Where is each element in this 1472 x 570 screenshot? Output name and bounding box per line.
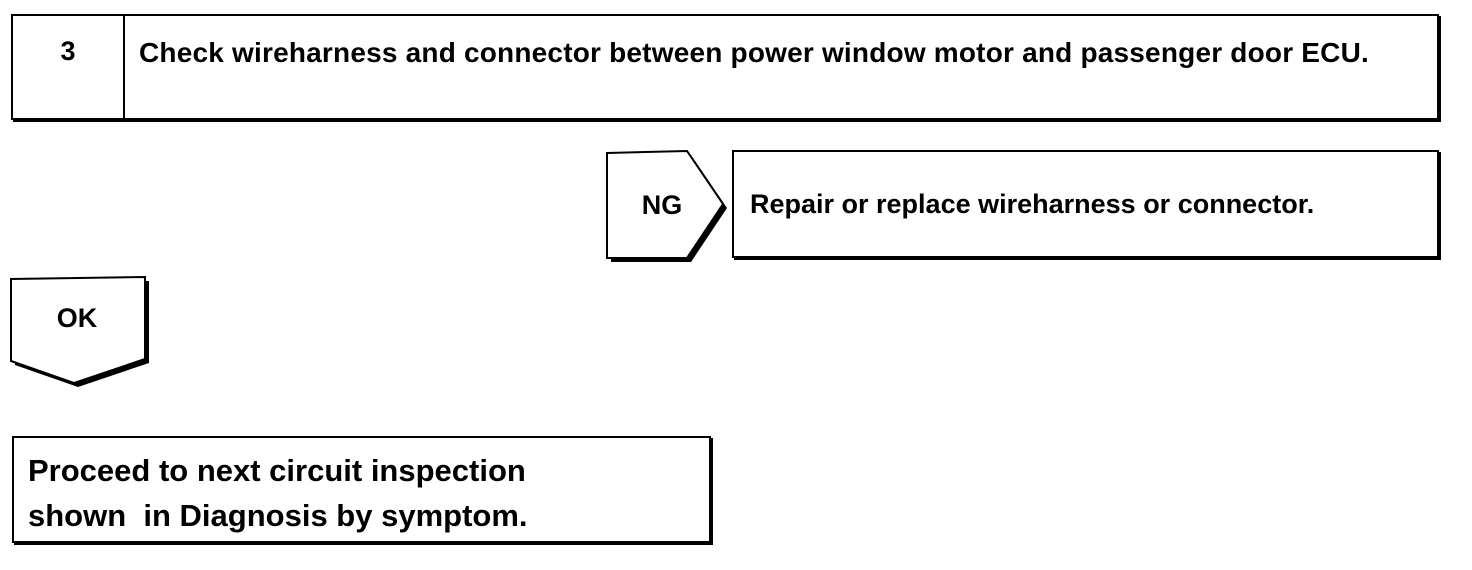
ok-label: OK [56, 302, 98, 333]
ng-action-box: Repair or replace wireharness or connect… [732, 150, 1439, 258]
step-box: 3 Check wireharness and connector betwee… [11, 14, 1439, 120]
conclusion-box: Proceed to next circuit inspection shown… [12, 436, 711, 543]
ng-action-text: Repair or replace wireharness or connect… [750, 188, 1315, 219]
ng-arrow-shape [606, 149, 727, 262]
step-title: Check wireharness and connector between … [139, 37, 1369, 68]
conclusion-line-2: shown in Diagnosis by symptom. [28, 498, 528, 533]
ng-label: NG [641, 189, 683, 220]
conclusion-line-1: Proceed to next circuit inspection [28, 453, 526, 488]
step-number: 3 [13, 16, 125, 118]
ok-arrow-shape [10, 275, 149, 387]
